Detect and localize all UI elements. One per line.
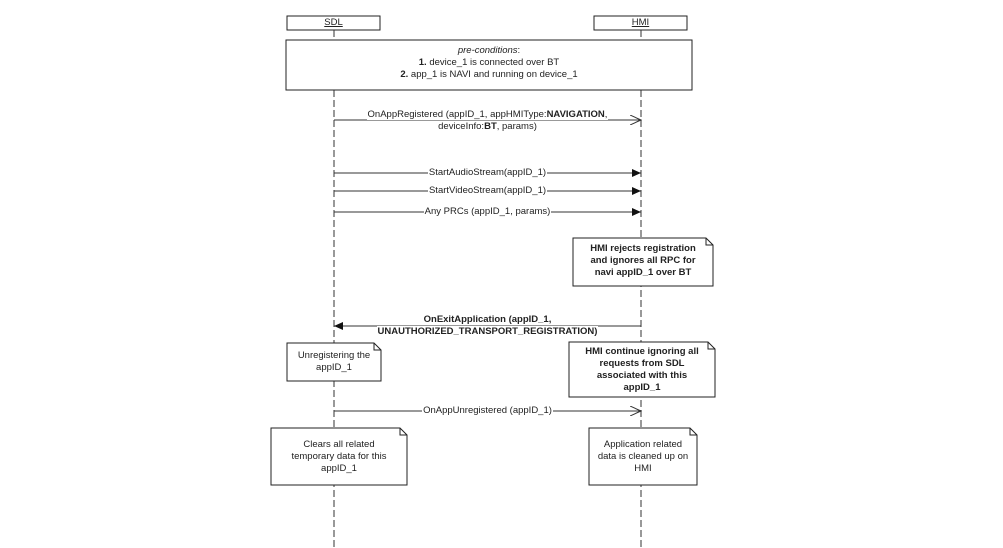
unregistering-note-shape [286, 342, 382, 382]
hmi-continue-note-shape [568, 341, 716, 398]
precondition-1-text: device_1 is connected over BT [429, 57, 560, 68]
app-related-note-shape [588, 427, 698, 486]
on-app-registered-label: OnAppRegistered (appID_1, appHMIType:NAV… [366, 109, 609, 132]
start-video-label: StartVideoStream(appID_1) [427, 185, 548, 196]
on-exit-application-label: OnExitApplication (appID_1, UNAUTHORIZED… [376, 314, 599, 337]
app-related-note: Application related data is cleaned up o… [597, 439, 689, 474]
hmi-continue-note: HMI continue ignoring all requests from … [585, 346, 699, 393]
preconditions-text: pre-conditions: 1. device_1 is connected… [400, 45, 578, 80]
precondition-2-number: 2. [400, 69, 409, 80]
precondition-2-text: app_1 is NAVI and running on device_1 [410, 69, 578, 80]
precondition-1-number: 1. [418, 57, 427, 68]
hmi-rejects-note: HMI rejects registration and ignores all… [590, 243, 696, 278]
preconditions-box [285, 39, 693, 91]
preconditions-title: pre-conditions [457, 45, 518, 56]
unregistering-note: Unregistering the appID_1 [297, 350, 371, 373]
sdl-participant-label: SDL [324, 17, 343, 28]
hmi-participant-label: HMI [631, 17, 650, 28]
any-rpcs-label: Any PRCs (appID_1, params) [423, 206, 552, 217]
on-app-unregistered-label: OnAppUnregistered (appID_1) [422, 405, 553, 416]
hmi-rejects-note-shape [572, 237, 714, 287]
start-audio-label: StartAudioStream(appID_1) [427, 167, 548, 178]
clears-note-shape [270, 427, 408, 486]
clears-note: Clears all related temporary data for th… [291, 439, 387, 474]
